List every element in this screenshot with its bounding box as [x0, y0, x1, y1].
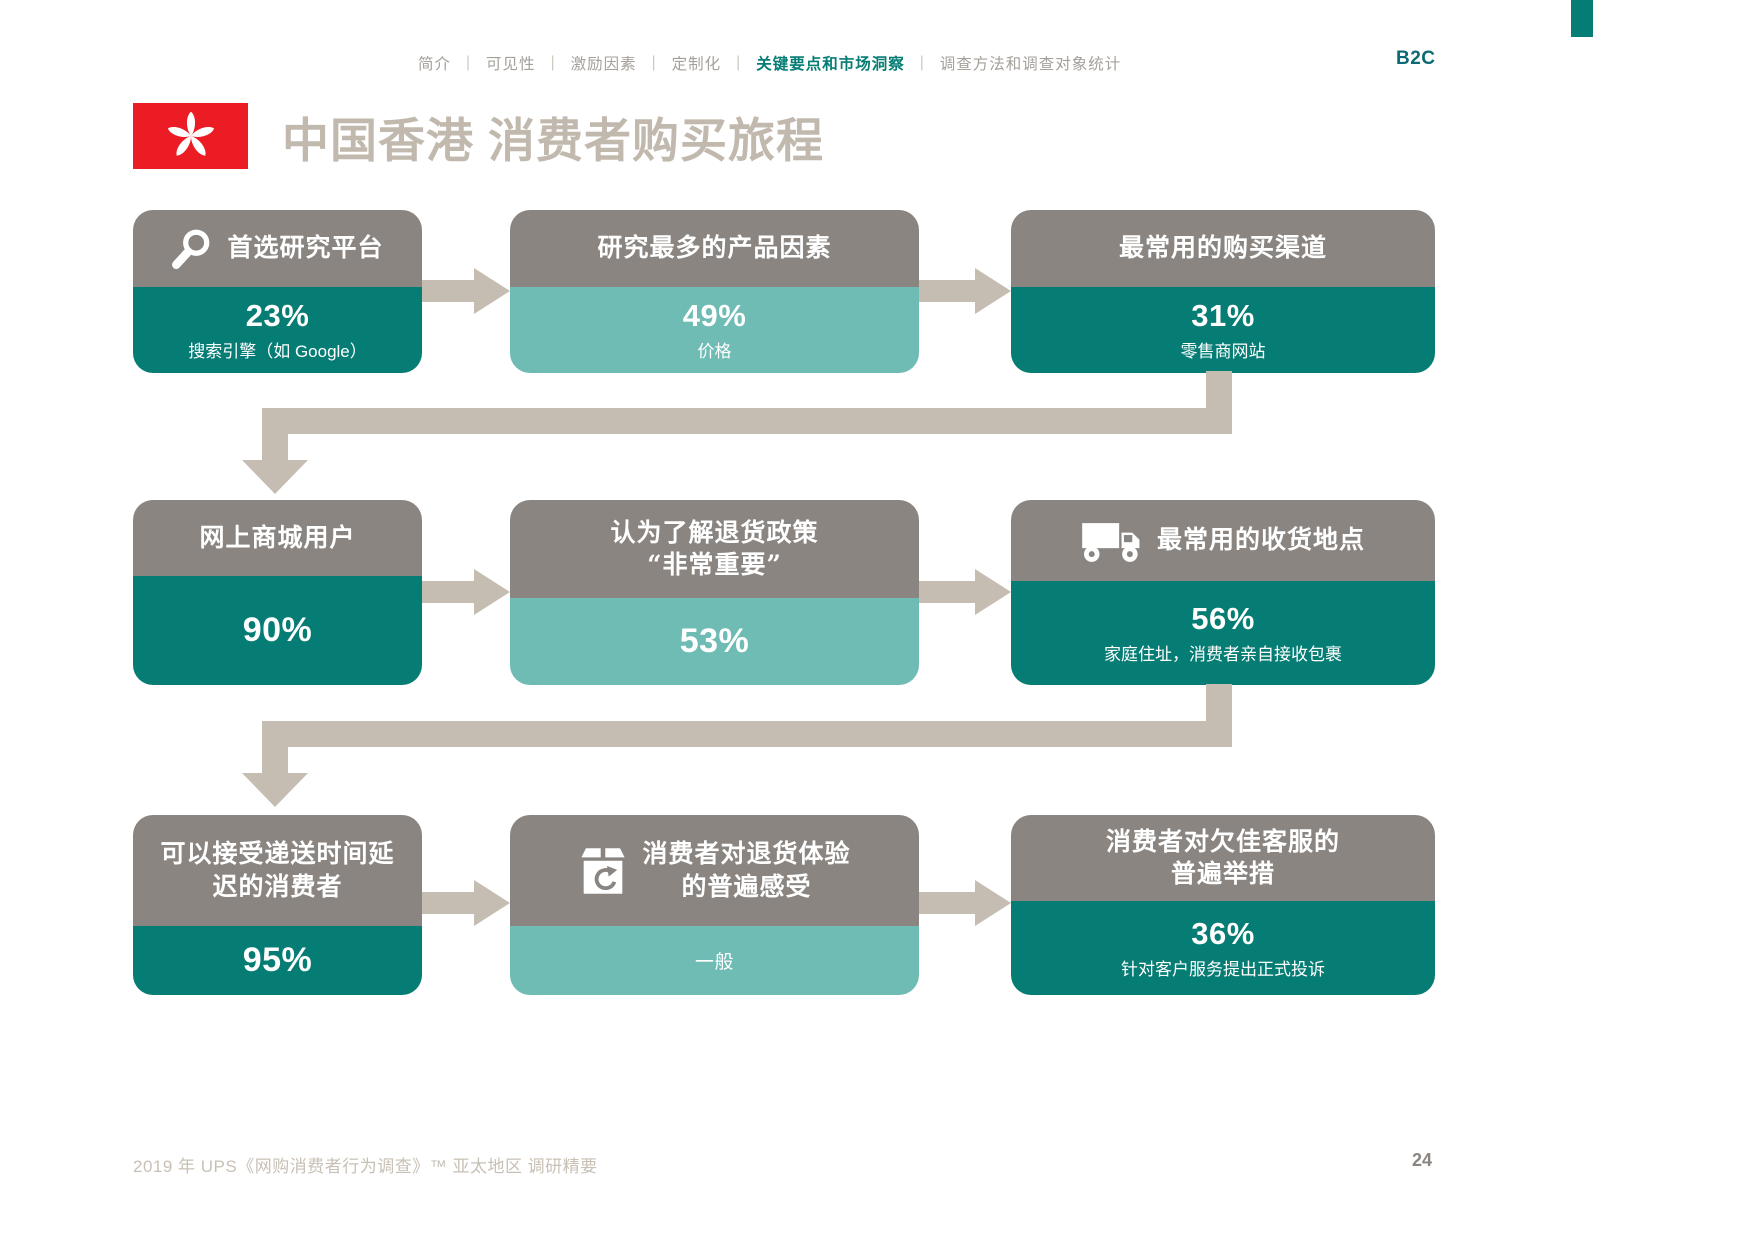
arrow-connector [919, 892, 975, 914]
box-title: 消费者对退货体验 的普遍感受 [642, 839, 851, 901]
box-value: 36% [1191, 916, 1255, 951]
box-header: 可以接受递送时间延 迟的消费者 [133, 815, 422, 926]
box-title: 研究最多的产品因素 [597, 233, 832, 263]
arrow-connector [422, 892, 474, 914]
flow-box-marketplace-users: 网上商城用户 90% [133, 500, 422, 685]
footer-source-text: 2019 年 UPS《网购消费者行为调查》™ 亚太地区 调研精要 [133, 1157, 598, 1176]
arrow-head-icon [975, 880, 1011, 926]
elbow-connector [262, 408, 1232, 434]
page-number: 24 [1412, 1150, 1433, 1170]
box-title: 消费者对欠佳客服的 普遍举措 [1105, 826, 1340, 889]
box-value-area: 90% [133, 576, 422, 685]
arrow-head-icon [474, 880, 510, 926]
box-subtitle: 搜索引擎（如 Google） [188, 342, 367, 361]
box-title: 网上商城用户 [199, 522, 356, 552]
nav-separator: | [550, 54, 556, 71]
nav-item-visibility[interactable]: 可见性 [486, 56, 536, 73]
nav-separator: | [919, 54, 925, 71]
arrow-connector [919, 581, 975, 603]
box-value: 90% [242, 611, 313, 649]
nav-item-intro[interactable]: 简介 [418, 56, 452, 73]
box-value: 一般 [694, 952, 734, 973]
box-header: 研究最多的产品因素 [510, 210, 919, 287]
elbow-connector [262, 434, 288, 461]
box-value-area: 23% 搜索引擎（如 Google） [133, 287, 422, 373]
search-icon [171, 228, 213, 270]
arrow-head-icon [242, 460, 308, 494]
nav-separator: | [466, 54, 472, 71]
elbow-connector [262, 721, 1232, 747]
arrow-connector [422, 280, 474, 302]
flow-box-product-factor: 研究最多的产品因素 49% 价格 [510, 210, 919, 373]
arrow-head-icon [975, 268, 1011, 314]
flow-box-return-policy: 认为了解退货政策 “非常重要” 53% [510, 500, 919, 685]
box-title: 认为了解退货政策 “非常重要” [610, 517, 819, 580]
box-value-area: 53% [510, 598, 919, 685]
arrow-head-icon [975, 569, 1011, 615]
box-value-area: 56% 家庭住址，消费者亲自接收包裹 [1011, 581, 1435, 685]
box-subtitle: 家庭住址，消费者亲自接收包裹 [1104, 645, 1342, 664]
arrow-head-icon [474, 268, 510, 314]
box-value-area: 31% 零售商网站 [1011, 287, 1435, 373]
box-value: 53% [679, 622, 750, 660]
arrow-head-icon [242, 773, 308, 807]
box-title: 最常用的收货地点 [1156, 525, 1365, 555]
box-value-area: 36% 针对客户服务提出正式投诉 [1011, 901, 1435, 995]
box-subtitle: 价格 [697, 342, 732, 361]
box-header: 认为了解退货政策 “非常重要” [510, 500, 919, 598]
flow-box-return-experience: 消费者对退货体验 的普遍感受 一般 [510, 815, 919, 995]
box-header: 首选研究平台 [133, 210, 422, 287]
arrow-head-icon [474, 569, 510, 615]
flow-box-delay-acceptance: 可以接受递送时间延 迟的消费者 95% [133, 815, 422, 995]
box-header: 最常用的购买渠道 [1011, 210, 1435, 287]
flow-box-purchase-channel: 最常用的购买渠道 31% 零售商网站 [1011, 210, 1435, 373]
box-value: 31% [1191, 298, 1255, 333]
flow-box-research-platform: 首选研究平台 23% 搜索引擎（如 Google） [133, 210, 422, 373]
box-header: 最常用的收货地点 [1011, 500, 1435, 581]
flow-box-bad-service-action: 消费者对欠佳客服的 普遍举措 36% 针对客户服务提出正式投诉 [1011, 815, 1435, 995]
flow-box-delivery-location: 最常用的收货地点 56% 家庭住址，消费者亲自接收包裹 [1011, 500, 1435, 685]
truck-icon [1081, 519, 1143, 563]
box-subtitle: 针对客户服务提出正式投诉 [1121, 960, 1325, 979]
box-title: 可以接受递送时间延 迟的消费者 [160, 839, 395, 901]
elbow-connector [1206, 371, 1232, 408]
hong-kong-flag [133, 103, 248, 169]
arrow-connector [919, 280, 975, 302]
nav-item-key-takeaways-active[interactable]: 关键要点和市场洞察 [756, 56, 905, 73]
arrow-connector [422, 581, 474, 603]
box-header: 网上商城用户 [133, 500, 422, 576]
bauhinia-flower-icon [167, 111, 214, 156]
page-title: 中国香港 消费者购买旅程 [282, 114, 825, 167]
nav-item-methodology[interactable]: 调查方法和调查对象统计 [939, 56, 1122, 73]
box-value-area: 49% 价格 [510, 287, 919, 373]
return-box-icon [578, 846, 628, 896]
box-value: 95% [242, 941, 313, 979]
nav-separator: | [736, 54, 742, 71]
box-value: 23% [245, 298, 310, 333]
teal-corner-mark [1571, 0, 1593, 37]
box-header: 消费者对退货体验 的普遍感受 [510, 815, 919, 926]
box-subtitle: 零售商网站 [1180, 342, 1266, 361]
elbow-connector [1206, 684, 1232, 721]
box-title: 首选研究平台 [227, 233, 384, 263]
box-title: 最常用的购买渠道 [1118, 233, 1327, 263]
box-value-area: 一般 [510, 926, 919, 995]
nav-separator: | [651, 54, 657, 71]
box-value: 56% [1191, 601, 1255, 636]
nav-item-incentives[interactable]: 激励因素 [570, 56, 637, 73]
top-navigation: 简介 | 可见性 | 激励因素 | 定制化 | 关键要点和市场洞察 | 调查方法… [418, 52, 1121, 74]
box-value-area: 95% [133, 926, 422, 995]
box-value: 49% [682, 298, 747, 333]
box-header: 消费者对欠佳客服的 普遍举措 [1011, 815, 1435, 901]
b2c-label: B2C [1396, 48, 1436, 69]
elbow-connector [262, 747, 288, 774]
nav-item-customization[interactable]: 定制化 [671, 56, 722, 73]
